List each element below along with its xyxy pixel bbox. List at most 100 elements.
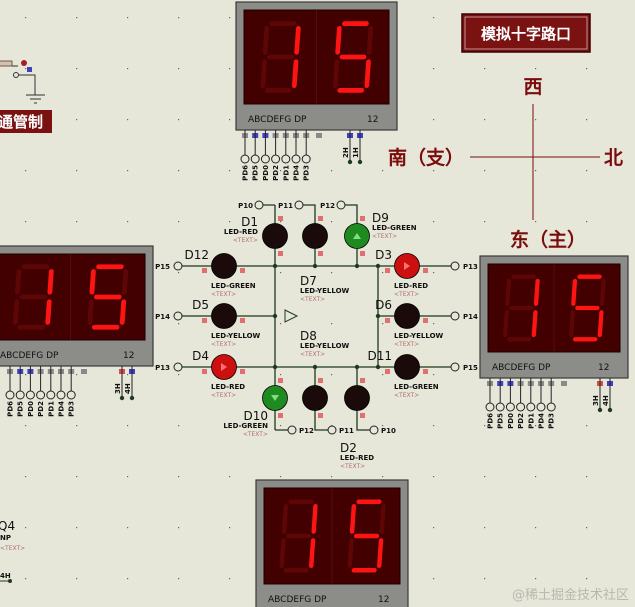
led-d7[interactable]: [302, 216, 328, 256]
traffic-control-label-box[interactable]: 通管制: [0, 110, 52, 133]
pin-terminal-pd4[interactable]: [56, 390, 66, 400]
pin-terminal-pd0[interactable]: [25, 390, 35, 400]
led-d4[interactable]: [202, 354, 245, 380]
pin-label: PD3: [548, 413, 556, 429]
terminal-circle[interactable]: [369, 425, 379, 435]
grid-dot: [25, 425, 27, 427]
led-d5[interactable]: [202, 303, 245, 329]
terminal-circle[interactable]: [327, 425, 337, 435]
led-d10[interactable]: [262, 378, 288, 418]
grid-dot: [433, 527, 435, 529]
led-d1[interactable]: [262, 216, 288, 256]
segment-b: [366, 25, 374, 55]
pin-marker: [318, 216, 323, 221]
transistor-q4-fragment[interactable]: Q4 NP <TEXT> 4H: [0, 519, 25, 583]
pin-terminal-pd3[interactable]: [546, 402, 556, 412]
terminal-label: P13: [155, 364, 170, 372]
pin-terminal-pd2[interactable]: [36, 390, 46, 400]
grid-dot: [433, 374, 435, 376]
pin-terminal-pd3[interactable]: [66, 390, 76, 400]
pin-terminal-pd6[interactable]: [485, 402, 495, 412]
title-box[interactable]: 模拟十字路口: [461, 13, 591, 53]
led-type: LED-YELLOW: [211, 332, 261, 340]
terminal-p11[interactable]: P11: [278, 200, 304, 210]
terminal-circle[interactable]: [173, 261, 183, 271]
terminal-p11[interactable]: P11: [327, 425, 354, 435]
terminal-circle[interactable]: [336, 200, 346, 210]
led-ref: D7: [300, 274, 317, 288]
pin-label: PD3: [68, 401, 76, 417]
pin-label: PD5: [497, 413, 505, 429]
terminal-p10[interactable]: P10: [369, 425, 396, 435]
led-type: LED-GREEN: [394, 383, 439, 391]
terminal-p12[interactable]: P12: [320, 200, 346, 210]
segment-a: [341, 21, 369, 26]
led-ref: D12: [184, 248, 209, 262]
pin-terminal-pd5[interactable]: [495, 402, 505, 412]
terminal-circle[interactable]: [450, 311, 460, 321]
terminal-p10[interactable]: P10: [238, 200, 264, 210]
led-d9[interactable]: [344, 216, 370, 256]
title-text: 模拟十字路口: [481, 25, 571, 43]
terminal-p13[interactable]: P13: [450, 261, 478, 271]
terminal-p15[interactable]: P15: [450, 362, 478, 372]
pin-terminal-pd2[interactable]: [271, 154, 281, 164]
pin-terminal-pd1[interactable]: [46, 390, 56, 400]
pin-terminal-pd1[interactable]: [526, 402, 536, 412]
terminal-p12[interactable]: P12: [287, 425, 314, 435]
pin-terminal-pd4[interactable]: [291, 154, 301, 164]
terminal-p14[interactable]: P14: [450, 311, 478, 321]
pin-terminal-pd5[interactable]: [15, 390, 25, 400]
grid-dot: [178, 68, 180, 70]
pin-terminal-pd0[interactable]: [505, 402, 515, 412]
led-d8[interactable]: [302, 378, 328, 418]
pin-terminal-pd6[interactable]: [240, 154, 250, 164]
terminal-circle[interactable]: [173, 362, 183, 372]
pin-terminal-pd6[interactable]: [5, 390, 15, 400]
led-diode-symbol: [221, 363, 227, 371]
terminal-circle[interactable]: [450, 261, 460, 271]
terminal-circle[interactable]: [450, 362, 460, 372]
terminal-circle[interactable]: [173, 311, 183, 321]
terminal-circle[interactable]: [294, 200, 304, 210]
digit-label: 12: [123, 351, 134, 361]
pin-terminal-pd0[interactable]: [260, 154, 270, 164]
compass-east: 东（主）: [510, 228, 586, 251]
grid-dot: [535, 476, 537, 478]
grid-dot: [229, 578, 231, 580]
led-type: LED-GREEN: [223, 422, 268, 430]
pin-terminal-pd4[interactable]: [536, 402, 546, 412]
led-d11[interactable]: [385, 354, 428, 380]
grid-dot: [484, 527, 486, 529]
terminal-p15[interactable]: P15: [155, 261, 183, 271]
pin-label: PD6: [487, 413, 495, 429]
led-text: <TEXT>: [394, 341, 419, 348]
led-d12[interactable]: [202, 253, 245, 279]
grid-dot: [433, 221, 435, 223]
pin-terminal-pd1[interactable]: [281, 154, 291, 164]
led-d2[interactable]: [344, 378, 370, 418]
terminal-label: P11: [339, 427, 354, 435]
pin-marker: [360, 216, 365, 221]
terminal-circle[interactable]: [287, 425, 297, 435]
terminal-p14[interactable]: P14: [155, 311, 183, 321]
terminal-p13[interactable]: P13: [155, 362, 183, 372]
pin-terminal-pd3[interactable]: [301, 154, 311, 164]
pin-terminal-pd2[interactable]: [516, 402, 526, 412]
grid-dot: [76, 476, 78, 478]
pin-terminal-pd5[interactable]: [250, 154, 260, 164]
led-d3[interactable]: [385, 253, 428, 279]
segment-label: ABCDEFG DP: [492, 363, 551, 373]
led-d6[interactable]: [385, 303, 428, 329]
segment-e: [12, 299, 20, 325]
terminal-circle[interactable]: [254, 200, 264, 210]
led-body: [302, 385, 328, 411]
terminal-label: P10: [238, 202, 253, 210]
